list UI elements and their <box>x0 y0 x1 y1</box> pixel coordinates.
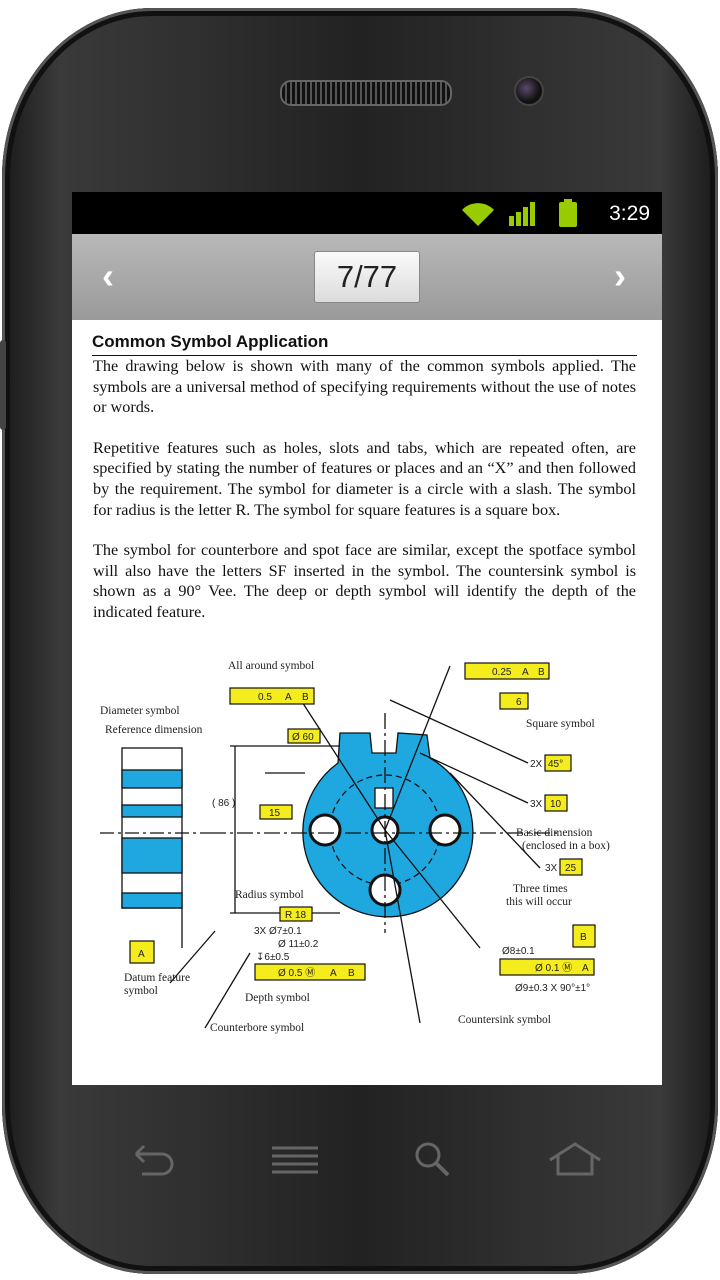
svg-text:↧6±0.5: ↧6±0.5 <box>256 952 290 963</box>
label-radius: Radius symbol <box>235 889 304 901</box>
svg-text:A: A <box>582 963 589 974</box>
label-square: Square symbol <box>526 718 595 730</box>
previous-page-button[interactable]: ‹ <box>102 255 114 296</box>
battery-icon <box>559 199 577 227</box>
label-datum-1: Datum feature <box>124 972 190 984</box>
svg-text:B: B <box>538 667 545 678</box>
clock: 3:29 <box>609 202 650 225</box>
page-toolbar: ‹ 7/77 › <box>72 234 662 320</box>
back-icon[interactable] <box>128 1140 174 1180</box>
svg-text:B: B <box>580 932 587 943</box>
svg-text:Ø8±0.1: Ø8±0.1 <box>502 946 535 957</box>
paragraph: The drawing below is shown with many of … <box>93 357 636 417</box>
svg-text:A: A <box>330 968 337 979</box>
svg-text:( 86 ): ( 86 ) <box>212 798 235 809</box>
svg-text:Ø 60: Ø 60 <box>292 732 314 743</box>
next-page-button[interactable]: › <box>614 255 626 296</box>
svg-text:0.5: 0.5 <box>258 692 272 703</box>
svg-text:2X: 2X <box>530 759 543 770</box>
svg-text:R 18: R 18 <box>285 910 307 921</box>
svg-text:45°: 45° <box>548 759 563 770</box>
symbol-drawing: All around symbol Diameter symbol Refere… <box>100 660 610 1034</box>
svg-text:0.25: 0.25 <box>492 667 512 678</box>
document-page: Common Symbol Application The drawing be… <box>72 320 662 1085</box>
paragraph: Repetitive features such as holes, slots… <box>93 438 636 519</box>
label-all-around: All around symbol <box>228 660 314 672</box>
label-counterbore: Counterbore symbol <box>210 1022 304 1034</box>
speaker-grille <box>280 80 452 106</box>
page-indicator[interactable]: 7/77 <box>314 251 420 303</box>
label-depth: Depth symbol <box>245 992 310 1004</box>
svg-text:A: A <box>285 692 292 703</box>
svg-text:3X: 3X <box>545 863 558 874</box>
svg-text:3X Ø7±0.1: 3X Ø7±0.1 <box>254 926 302 937</box>
status-bar: 3:29 <box>72 192 662 234</box>
svg-text:Ø 0.5 Ⓜ: Ø 0.5 Ⓜ <box>278 967 315 979</box>
svg-text:B: B <box>302 692 309 703</box>
label-datum-2: symbol <box>124 985 158 997</box>
svg-text:25: 25 <box>565 863 577 874</box>
section-heading: Common Symbol Application <box>92 332 637 356</box>
label-three-times-2: this will occur <box>506 896 572 908</box>
svg-text:10: 10 <box>550 799 562 810</box>
svg-text:3X: 3X <box>530 799 543 810</box>
home-icon[interactable] <box>548 1140 602 1180</box>
svg-text:Ø 11±0.2: Ø 11±0.2 <box>278 939 319 950</box>
paragraph: The symbol for counterbore and spot face… <box>93 541 636 621</box>
label-basic-2: (enclosed in a box) <box>522 840 610 852</box>
svg-text:B: B <box>348 968 355 979</box>
document-content: Common Symbol Application The drawing be… <box>92 332 637 1043</box>
label-countersink: Countersink symbol <box>458 1014 551 1026</box>
label-basic-1: Basic dimension <box>516 827 593 839</box>
label-three-times-1: Three times <box>513 883 568 895</box>
side-button[interactable] <box>0 340 6 430</box>
label-diameter: Diameter symbol <box>100 705 180 717</box>
svg-text:15: 15 <box>269 808 281 819</box>
front-camera <box>514 76 544 106</box>
label-reference: Reference dimension <box>105 724 203 736</box>
menu-icon[interactable] <box>270 1140 320 1180</box>
svg-text:Ø9±0.3 X 90°±1°: Ø9±0.3 X 90°±1° <box>515 983 590 994</box>
svg-text:A: A <box>522 667 529 678</box>
wifi-icon <box>462 203 494 226</box>
signal-icon <box>509 202 535 226</box>
svg-text:Ø 0.1 Ⓜ: Ø 0.1 Ⓜ <box>535 962 572 974</box>
svg-text:A: A <box>138 949 145 960</box>
search-icon[interactable] <box>412 1140 452 1180</box>
svg-text:6: 6 <box>516 697 522 708</box>
screen: 3:29 ‹ 7/77 › Common Symbol Application … <box>72 192 662 1085</box>
